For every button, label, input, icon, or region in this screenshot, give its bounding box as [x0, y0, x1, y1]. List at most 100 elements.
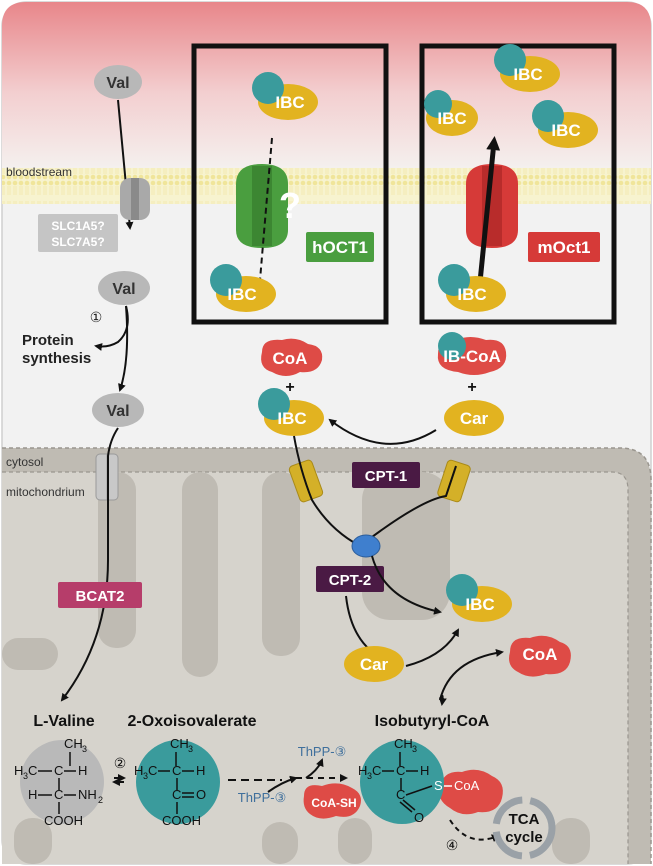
moct1-label-box — [528, 232, 600, 262]
coa-blob-mito: CoA — [509, 635, 571, 677]
hoct1-label: hOCT1 — [312, 238, 368, 257]
cpt2-to-ibc-arrow — [371, 555, 442, 615]
coa-left-label: CoA — [273, 349, 308, 368]
svg-text:H: H — [196, 763, 205, 778]
coa-mito-label: CoA — [523, 645, 558, 664]
coa-sh-blob: CoA-SH — [303, 783, 361, 819]
moct1-panel — [419, 43, 617, 325]
ibcoa-blob: IB-CoA — [437, 332, 507, 375]
cytosol-label: cytosol — [6, 455, 43, 469]
hoct1-uncertain-path — [259, 137, 273, 281]
svg-text:CH: CH — [394, 736, 413, 751]
val-mid-node — [98, 271, 150, 305]
svg-text:H: H — [134, 763, 143, 778]
transporter-label-box — [38, 214, 118, 252]
val-top-label: Val — [106, 75, 129, 92]
cycle-label: cycle — [505, 829, 543, 846]
svg-text:CH: CH — [64, 736, 83, 751]
car-molecule-mito: Car — [344, 646, 404, 682]
cpt1-box — [352, 462, 420, 488]
ibc-molecule-cyto: IBC — [258, 388, 324, 436]
svg-text:3: 3 — [367, 771, 372, 781]
svg-text:COOH: COOH — [44, 813, 83, 828]
slc-transporter — [120, 178, 150, 220]
moct1-export-arrow — [477, 136, 501, 283]
svg-text:3: 3 — [188, 744, 193, 754]
svg-text:CoA: CoA — [454, 778, 480, 793]
svg-text:C: C — [396, 763, 405, 778]
cpt1-label: CPT-1 — [365, 468, 408, 485]
cpt2-box — [316, 566, 384, 592]
car-cyto-label: Car — [460, 409, 489, 428]
ibcoa-label: IB-CoA — [443, 347, 501, 366]
plus-right: + — [467, 379, 476, 396]
thpp-out-arrow — [305, 758, 324, 779]
ibc-cyto-label: IBC — [277, 409, 306, 428]
ibc-m-2-label: IBC — [437, 109, 466, 128]
bcat2-box — [58, 582, 142, 608]
svg-text:3: 3 — [143, 771, 148, 781]
step4-marker: ④ — [446, 837, 459, 853]
mitochondrium-label: mitochondrium — [6, 485, 85, 499]
car-mito-label: Car — [360, 655, 389, 674]
carnitine-shuttle-path — [293, 435, 457, 548]
uncertainty-mark: ? — [279, 185, 301, 226]
svg-text:H: H — [420, 763, 429, 778]
svg-text:COOH: COOH — [162, 813, 201, 828]
thpp-top-label: ThPP-③ — [298, 744, 347, 759]
ibc-m-3-label: IBC — [551, 121, 580, 140]
svg-text:S: S — [434, 778, 443, 793]
svg-text:2: 2 — [98, 795, 103, 805]
ibc-molecule-mito: IBC — [446, 574, 512, 622]
coa-release-arrow — [439, 648, 504, 701]
svg-text:3: 3 — [23, 771, 28, 781]
hoct1-label-box — [306, 232, 374, 262]
synthesis-label: synthesis — [22, 350, 91, 367]
slc1a5-label: SLC1A5? — [51, 219, 104, 233]
svg-text:3: 3 — [82, 744, 87, 754]
val-top-node — [94, 65, 142, 99]
step2-marker: ② — [114, 755, 127, 771]
val-mito-arrow — [60, 427, 119, 702]
svg-text:C: C — [28, 763, 37, 778]
thpp-in-arrow — [267, 775, 298, 793]
svg-text:H: H — [28, 787, 37, 802]
car-molecule-cyto: Car — [444, 400, 504, 436]
isobutyryl-coa-structure: CH 3 H 3 C C H C S CoA O — [358, 736, 503, 825]
coa-sh-label: CoA-SH — [311, 796, 356, 810]
svg-text:H: H — [78, 763, 87, 778]
moct1-transporter — [466, 164, 518, 248]
svg-text:H: H — [14, 763, 23, 778]
tca-cycle-icon: TCA cycle — [492, 796, 556, 860]
ibc-h-bottom-label: IBC — [227, 285, 256, 304]
val-cytosol-arrow — [118, 305, 129, 392]
car-to-ibc-arrow — [405, 628, 459, 667]
svg-text:C: C — [172, 787, 181, 802]
ibc-molecule-m-1: IBC — [494, 44, 560, 92]
ibc-molecule-m-bottom: IBC — [438, 264, 506, 312]
ibc-molecule-m-2: IBC — [424, 90, 478, 136]
svg-text:C: C — [372, 763, 381, 778]
cact-right — [437, 459, 471, 503]
hoct1-panel — [191, 43, 389, 325]
val-low-node — [92, 393, 144, 427]
to-tca-arrow — [449, 819, 500, 842]
plus-left: + — [285, 379, 294, 396]
svg-text:CH: CH — [170, 736, 189, 751]
cpt2-channel — [351, 534, 381, 558]
val-low-label: Val — [106, 403, 129, 420]
ibc-h-top-label: IBC — [275, 93, 304, 112]
svg-text:3: 3 — [412, 744, 417, 754]
cpt2-label: CPT-2 — [329, 572, 372, 589]
val-mid-label: Val — [112, 281, 135, 298]
svg-text:C: C — [396, 787, 405, 802]
oxoisovalerate-label: 2-Oxoisovalerate — [128, 713, 257, 730]
ibc-m-1-label: IBC — [513, 65, 542, 84]
svg-text:O: O — [196, 787, 206, 802]
ibc-molecule-h-top: IBC — [252, 72, 318, 120]
protein-label: Protein — [22, 332, 74, 349]
bloodstream-label: bloodstream — [6, 165, 72, 179]
cpt1-reaction-arrow — [328, 418, 437, 445]
